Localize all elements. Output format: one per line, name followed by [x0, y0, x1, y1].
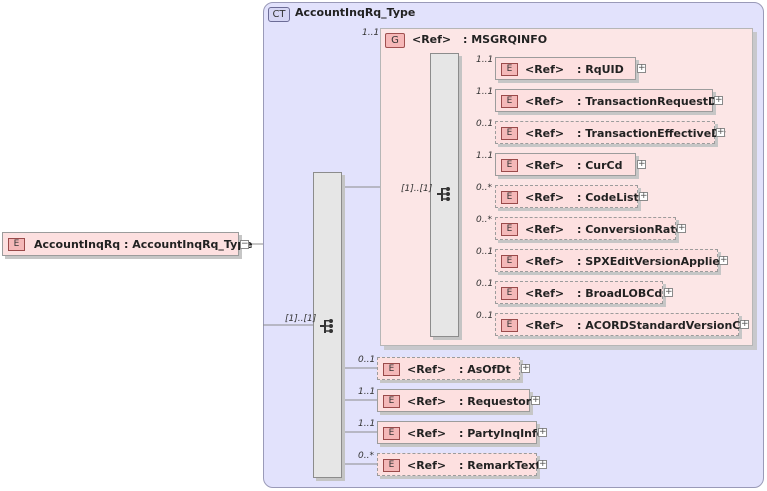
element-tag: E [501, 255, 518, 268]
sequence-icon [320, 319, 333, 333]
expand-toggle[interactable]: + [639, 191, 648, 201]
group-name: : MSGRQINFO [463, 33, 548, 46]
group-child-element[interactable]: E <Ref> : RqUID [495, 57, 636, 80]
element-cardinality: 1..1 [476, 151, 494, 161]
expand-toggle[interactable]: + [637, 63, 646, 73]
group-child-element[interactable]: E <Ref> : CurCd [495, 153, 636, 176]
element-cardinality: 0..* [476, 215, 492, 225]
element-name: : BroadLOBCd [577, 287, 663, 300]
element-cardinality: 0..1 [476, 279, 494, 289]
element-name: : TransactionEffectiveDt [577, 127, 726, 140]
element-ref: <Ref> [525, 255, 565, 268]
element-tag: E [8, 238, 25, 251]
group-child-element[interactable]: E <Ref> : TransactionEffectiveDt [495, 121, 726, 144]
element-name: : RemarkText [459, 459, 541, 472]
element-cardinality: 1..1 [476, 55, 494, 65]
sequence-child-element[interactable]: E <Ref> : Requestor [377, 389, 532, 412]
expand-toggle[interactable]: + [538, 427, 547, 437]
element-cardinality: 1..1 [358, 419, 376, 429]
element-ref: <Ref> [525, 223, 565, 236]
element-tag: E [383, 427, 400, 440]
element-ref: <Ref> [407, 427, 447, 440]
expand-toggle[interactable]: + [716, 127, 725, 137]
element-name: : PartyInqInfo [459, 427, 545, 440]
expand-toggle[interactable]: + [531, 395, 540, 405]
expand-toggle[interactable]: + [719, 255, 728, 265]
element-cardinality: 0..1 [476, 311, 494, 321]
sequence-child-element[interactable]: E <Ref> : RemarkText [377, 453, 541, 476]
sequence-child-element[interactable]: E <Ref> : PartyInqInfo [377, 421, 544, 444]
element-cardinality: 1..1 [358, 387, 376, 397]
element-ref: <Ref> [525, 191, 565, 204]
element-ref: <Ref> [525, 319, 565, 332]
element-cardinality: 0..1 [358, 355, 376, 365]
expand-toggle[interactable]: + [538, 459, 547, 469]
element-tag: E [501, 319, 518, 332]
element-tag: E [501, 159, 518, 172]
root-element-name: AccountInqRq : AccountInqRq_Type [34, 238, 253, 251]
expand-toggle[interactable]: + [664, 287, 673, 297]
element-cardinality: 0..1 [476, 247, 494, 257]
element-name: : SPXEditVersionApplied [577, 255, 728, 268]
element-name: : TransactionRequestDt [577, 95, 723, 108]
element-name: : ConversionRate [577, 223, 684, 236]
element-tag: E [501, 95, 518, 108]
element-ref: <Ref> [525, 63, 565, 76]
group-child-element[interactable]: E <Ref> : CodeList [495, 185, 639, 208]
sequence-icon [437, 187, 450, 201]
element-tag: E [383, 459, 400, 472]
element-ref: <Ref> [407, 395, 447, 408]
element-name: : Requestor [459, 395, 532, 408]
group-child-element[interactable]: E <Ref> : ACORDStandardVersionCd [495, 313, 748, 336]
group-child-element[interactable]: E <Ref> : BroadLOBCd [495, 281, 663, 304]
element-name: : CurCd [577, 159, 623, 172]
group-child-element[interactable]: E <Ref> : ConversionRate [495, 217, 683, 240]
element-ref: <Ref> [525, 95, 565, 108]
element-tag: E [501, 127, 518, 140]
outer-sequence-compositor[interactable] [313, 172, 342, 478]
element-ref: <Ref> [407, 459, 447, 472]
element-tag: E [501, 63, 518, 76]
expand-toggle[interactable]: + [677, 223, 686, 233]
root-element[interactable]: E AccountInqRq : AccountInqRq_Type [2, 232, 253, 256]
element-ref: <Ref> [407, 363, 447, 376]
element-tag: E [501, 223, 518, 236]
outer-sequence-cardinality: [1]..[1] [285, 314, 317, 324]
element-cardinality: 0..1 [476, 119, 494, 129]
element-ref: <Ref> [525, 127, 565, 140]
element-tag: E [383, 395, 400, 408]
element-name: : CodeList [577, 191, 639, 204]
collapse-toggle[interactable]: − [240, 239, 249, 249]
inner-sequence-compositor[interactable] [430, 53, 459, 337]
element-cardinality: 0..* [476, 183, 492, 193]
element-tag: E [501, 191, 518, 204]
element-cardinality: 1..1 [476, 87, 494, 97]
group-child-element[interactable]: E <Ref> : SPXEditVersionApplied [495, 249, 728, 272]
element-ref: <Ref> [525, 159, 565, 172]
group-tag: G [385, 33, 405, 48]
group-ref: <Ref> [412, 33, 452, 46]
expand-toggle[interactable]: + [637, 159, 646, 169]
element-ref: <Ref> [525, 287, 565, 300]
expand-toggle[interactable]: + [714, 95, 723, 105]
element-tag: E [383, 363, 400, 376]
sequence-child-element[interactable]: E <Ref> : AsOfDt [377, 357, 520, 380]
expand-toggle[interactable]: + [740, 319, 749, 329]
expand-toggle[interactable]: + [521, 363, 530, 373]
element-tag: E [501, 287, 518, 300]
group-child-element[interactable]: E <Ref> : TransactionRequestDt [495, 89, 722, 112]
complex-type-title: AccountInqRq_Type [295, 6, 416, 19]
element-name: : AsOfDt [459, 363, 511, 376]
element-name: : ACORDStandardVersionCd [577, 319, 749, 332]
group-cardinality: 1..1 [362, 28, 380, 38]
element-cardinality: 0..* [358, 451, 374, 461]
inner-sequence-cardinality: [1]..[1] [401, 184, 433, 194]
complex-type-tag: CT [268, 7, 290, 22]
element-name: : RqUID [577, 63, 624, 76]
